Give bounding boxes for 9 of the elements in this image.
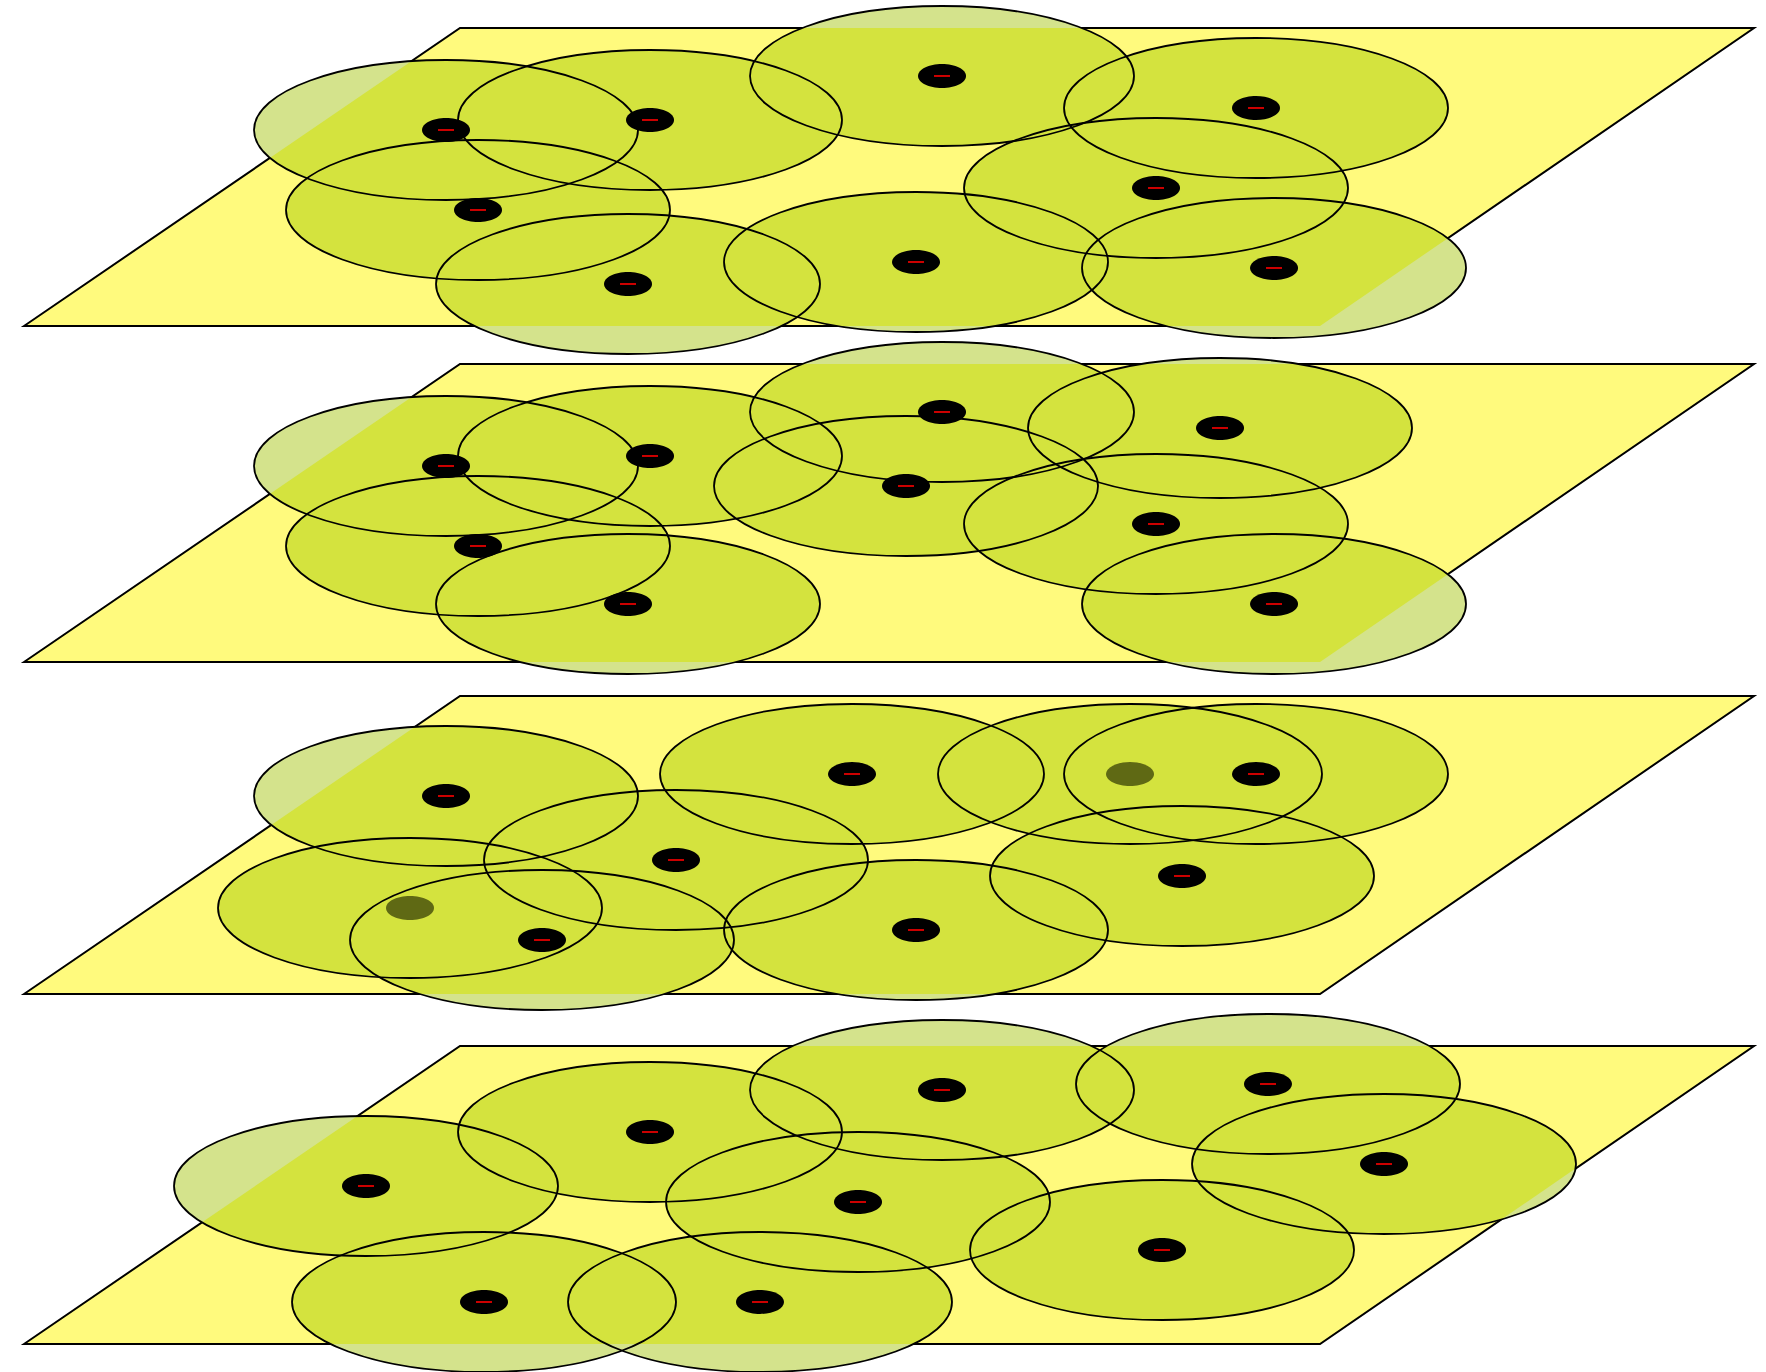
coverage-ellipse [1075, 1013, 1461, 1155]
coverage-ellipse [435, 533, 821, 675]
coverage-ellipse [749, 1019, 1135, 1161]
coverage-ellipse [749, 5, 1135, 147]
coverage-ellipse [349, 869, 735, 1011]
coverage-ellipse [749, 341, 1135, 483]
coverage-ellipse [1081, 197, 1467, 339]
coverage-ellipse [435, 213, 821, 355]
coverage-ellipse [1081, 533, 1467, 675]
